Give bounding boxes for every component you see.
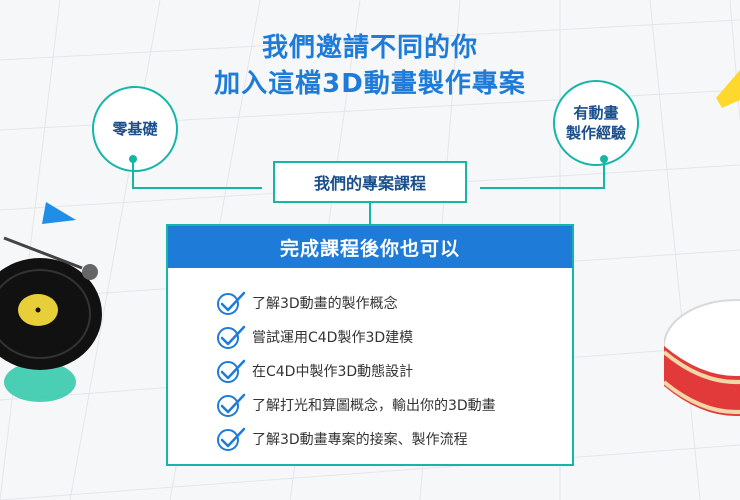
connector-right-vertical xyxy=(603,160,605,188)
list-item: 了解3D動畫專案的接案、製作流程 xyxy=(216,422,572,456)
blue-triangle-decoration xyxy=(42,202,76,224)
check-icon xyxy=(217,291,246,315)
outcomes-panel: 完成課程後你也可以 了解3D動畫的製作概念 嘗試運用C4D製作3D建模 在C4D… xyxy=(166,224,574,466)
course-box: 我們的專案課程 xyxy=(273,161,467,203)
yellow-shape-decoration xyxy=(716,70,740,108)
circle-left-label: 零基礎 xyxy=(112,120,158,138)
panel-header: 完成課程後你也可以 xyxy=(168,226,572,268)
headline-line-2: 加入這檔3D動畫製作專案 xyxy=(214,69,526,99)
list-item: 在C4D中製作3D動態設計 xyxy=(216,354,572,388)
headline-line-1: 我們邀請不同的你 xyxy=(261,33,478,63)
circle-right-label-1: 有動畫 xyxy=(573,104,619,122)
outcomes-list: 了解3D動畫的製作概念 嘗試運用C4D製作3D建模 在C4D中製作3D動態設計 … xyxy=(168,268,572,456)
check-icon xyxy=(217,359,246,383)
connector-dot-right xyxy=(600,155,608,163)
drum-decoration xyxy=(664,299,740,416)
record-player-decoration xyxy=(0,236,102,402)
list-item-text: 在C4D中製作3D動態設計 xyxy=(252,364,414,380)
connector-left-vertical xyxy=(132,160,134,188)
list-item-text: 了解打光和算圖概念，輸出你的3D動畫 xyxy=(252,398,496,414)
course-box-label: 我們的專案課程 xyxy=(313,174,426,193)
check-icon xyxy=(217,325,246,349)
connector-right-horizontal xyxy=(480,187,605,189)
list-item: 嘗試運用C4D製作3D建模 xyxy=(216,320,572,354)
headline: 我們邀請不同的你 加入這檔3D動畫製作專案 xyxy=(0,30,740,102)
connector-dot-left xyxy=(129,155,137,163)
connector-center-vertical xyxy=(369,203,371,224)
list-item-text: 了解3D動畫的製作概念 xyxy=(252,296,398,312)
check-icon xyxy=(217,427,246,451)
list-item: 了解打光和算圖概念，輸出你的3D動畫 xyxy=(216,388,572,422)
connector-left-horizontal xyxy=(132,187,262,189)
list-item: 了解3D動畫的製作概念 xyxy=(216,286,572,320)
panel-title: 完成課程後你也可以 xyxy=(279,237,460,260)
circle-right-label-2: 製作經驗 xyxy=(565,124,626,142)
list-item-text: 了解3D動畫專案的接案、製作流程 xyxy=(252,432,468,448)
check-icon xyxy=(217,393,246,417)
circle-animation-experience: 有動畫 製作經驗 xyxy=(553,80,639,166)
list-item-text: 嘗試運用C4D製作3D建模 xyxy=(252,330,414,346)
